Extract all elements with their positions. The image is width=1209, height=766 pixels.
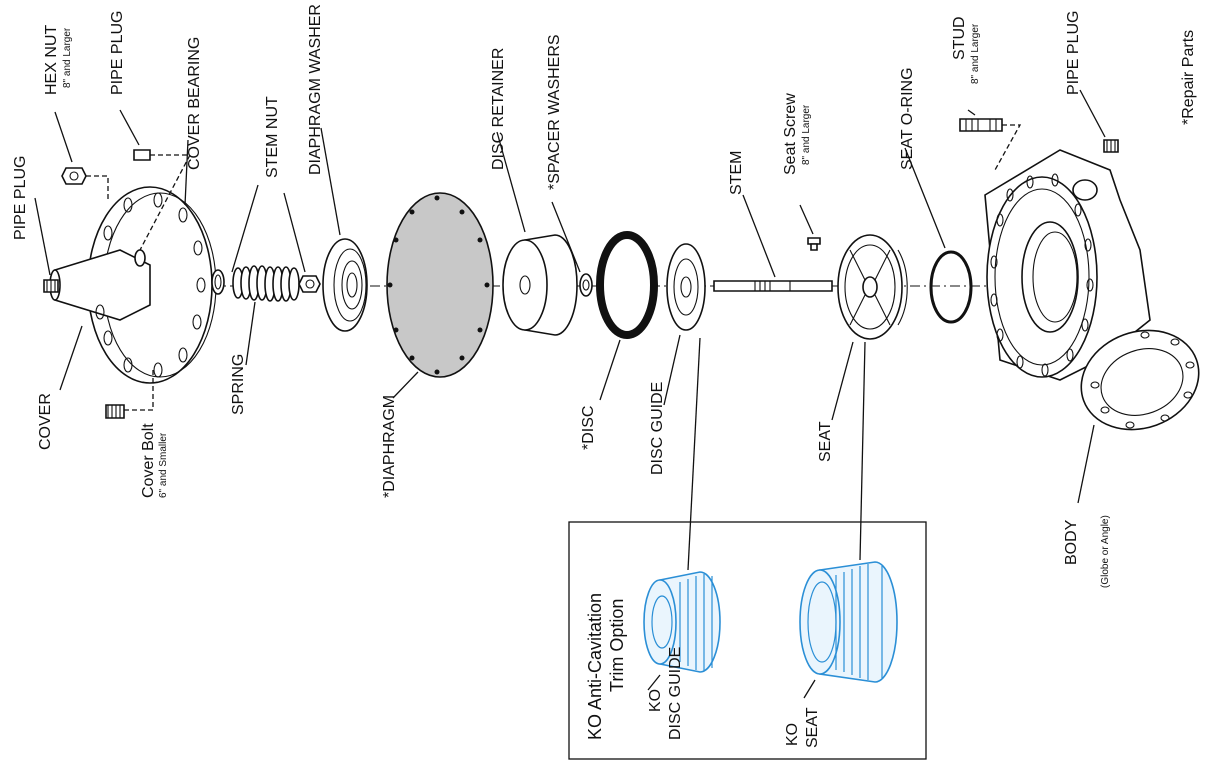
label-cover-bolt-note: 6" and Smaller [158,432,169,498]
label-ko-disc-guide-1: KO [647,689,664,712]
label-diaphragm-washer: DIAPHRAGM WASHER [307,4,324,175]
label-stud-note: 8" and Larger [970,23,981,84]
label-diaphragm: *DIAPHRAGM [381,395,398,498]
stem-nut-part [298,275,321,293]
label-seat-oring: SEAT O-RING [899,67,916,170]
label-hex-nut: HEX NUT [43,25,60,95]
label-stem-nut: STEM NUT [264,96,281,178]
label-stem: STEM [728,151,745,195]
pipe-plug-left-part [43,279,59,293]
label-pipe-plug-top: PIPE PLUG [109,11,126,95]
label-body: BODY [1063,519,1080,565]
label-seat: SEAT [817,421,834,462]
label-repair-parts: *Repair Parts [1180,30,1197,125]
stud-part [959,118,1022,171]
disc-part [596,231,658,339]
stem-part [713,280,833,292]
cover-bolt-part [105,370,154,419]
label-body-note: (Globe or Angle) [1100,515,1111,588]
label-spring: SPRING [230,354,247,415]
label-stud: STUD [951,16,968,60]
pipe-plug-top-part [133,149,192,251]
diaphragm-washer-part [322,238,368,332]
seat-part [837,234,908,340]
label-cover-bearing: COVER BEARING [186,37,203,170]
label-spacer-washers: *SPACER WASHERS [546,34,563,190]
hex-nut-part [61,167,109,200]
label-hex-nut-note: 8" and Larger [62,27,73,88]
label-ko-seat-2: SEAT [804,707,821,748]
label-seat-screw: Seat Screw [782,93,799,175]
body-part [984,149,1200,431]
label-cover: COVER [37,393,54,450]
ko-seat-part [799,561,898,683]
ko-disc-guide-part [643,571,721,673]
label-disc-guide: DISC GUIDE [649,382,666,475]
label-ko-title-2: Trim Option [607,599,627,692]
label-ko-title-1: KO Anti-Cavitation [585,593,605,740]
label-ko-seat-1: KO [784,723,801,746]
diaphragm-part [386,192,494,378]
disc-guide-part [666,243,706,331]
pipe-plug-right-part [1103,139,1119,153]
spacer-washers-part [579,273,593,297]
seat-oring-part [929,250,973,324]
cover-bearing-part [211,269,225,295]
cover-part [49,186,217,384]
spring-part [232,265,300,302]
label-disc: *DISC [580,406,597,450]
label-pipe-plug-right: PIPE PLUG [1065,11,1082,95]
label-pipe-plug-left: PIPE PLUG [12,156,29,240]
label-disc-retainer: DISC RETAINER [490,48,507,170]
label-seat-screw-note: 8" and Larger [801,104,812,165]
ko-option-box [568,521,927,760]
leader-lines [34,89,1106,571]
disc-retainer-part [502,234,578,336]
label-ko-disc-guide-2: DISC GUIDE [667,647,684,740]
seat-screw-part [807,237,821,251]
label-cover-bolt: Cover Bolt [140,423,157,498]
